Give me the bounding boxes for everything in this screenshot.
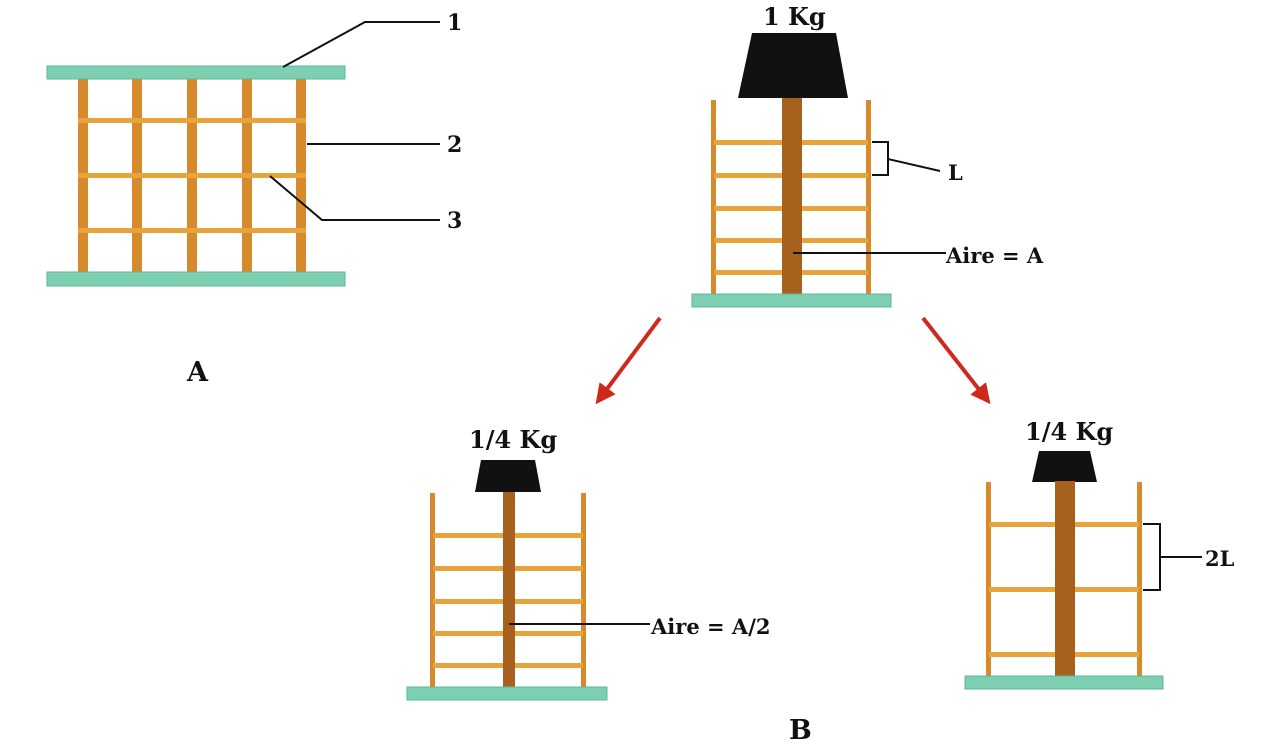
- right-thin-strut: [986, 482, 991, 678]
- panel-a-rung: [78, 228, 306, 233]
- right-weight-label: 1/4 Kg: [1025, 417, 1113, 446]
- left-weight-label: 1/4 Kg: [469, 425, 557, 454]
- top-base-plate: [691, 293, 892, 308]
- top-spacing-bracket: [872, 141, 889, 176]
- left-weight: [475, 460, 541, 492]
- right-thick-column: [1055, 481, 1075, 678]
- left-thin-strut: [581, 493, 586, 690]
- right-spacing-label: 2L: [1205, 546, 1235, 571]
- panel-a-rung: [78, 118, 306, 123]
- panel-a-rung: [78, 173, 306, 178]
- top-spacing-label: L: [948, 160, 963, 185]
- arrow-to-left: [595, 316, 662, 405]
- panel-a-rungs: [78, 118, 306, 233]
- left-thick-column: [503, 492, 515, 690]
- right-weight: [1032, 451, 1097, 482]
- top-thin-strut: [866, 100, 871, 296]
- callout-3-label: 3: [447, 208, 462, 234]
- arrow-to-right: [921, 316, 991, 405]
- right-thin-strut: [1137, 482, 1142, 678]
- panel-b-label: B: [789, 715, 812, 746]
- top-weight-label: 1 Kg: [763, 2, 826, 31]
- top-area-label: Aire = A: [945, 243, 1044, 268]
- left-base-plate: [406, 686, 608, 701]
- right-spacing-bracket: [1143, 523, 1161, 591]
- callout-1-leader: [282, 21, 440, 68]
- panel-b-top-lattice: 1 Kg L Aire = A: [691, 2, 1044, 308]
- panel-a-label: A: [186, 357, 209, 388]
- top-thick-column: [782, 98, 802, 296]
- callout-3-leader: [269, 175, 440, 221]
- panel-b-right-lattice: 1/4 Kg 2L: [964, 417, 1235, 690]
- callout-1-label: 1: [447, 10, 462, 36]
- top-spacing-leader: [887, 158, 941, 172]
- right-base-plate: [964, 675, 1164, 690]
- top-thin-strut: [711, 100, 716, 296]
- panel-a-lattice: 1 2 3 A: [46, 10, 462, 388]
- left-area-label: Aire = A/2: [650, 614, 771, 639]
- panel-a-bottom-plate: [46, 271, 346, 287]
- top-weight: [738, 33, 848, 98]
- callout-2-label: 2: [447, 132, 462, 158]
- panel-a-top-plate: [46, 65, 346, 80]
- panel-b-left-lattice: 1/4 Kg Aire = A/2: [406, 425, 771, 701]
- left-thin-strut: [430, 493, 435, 690]
